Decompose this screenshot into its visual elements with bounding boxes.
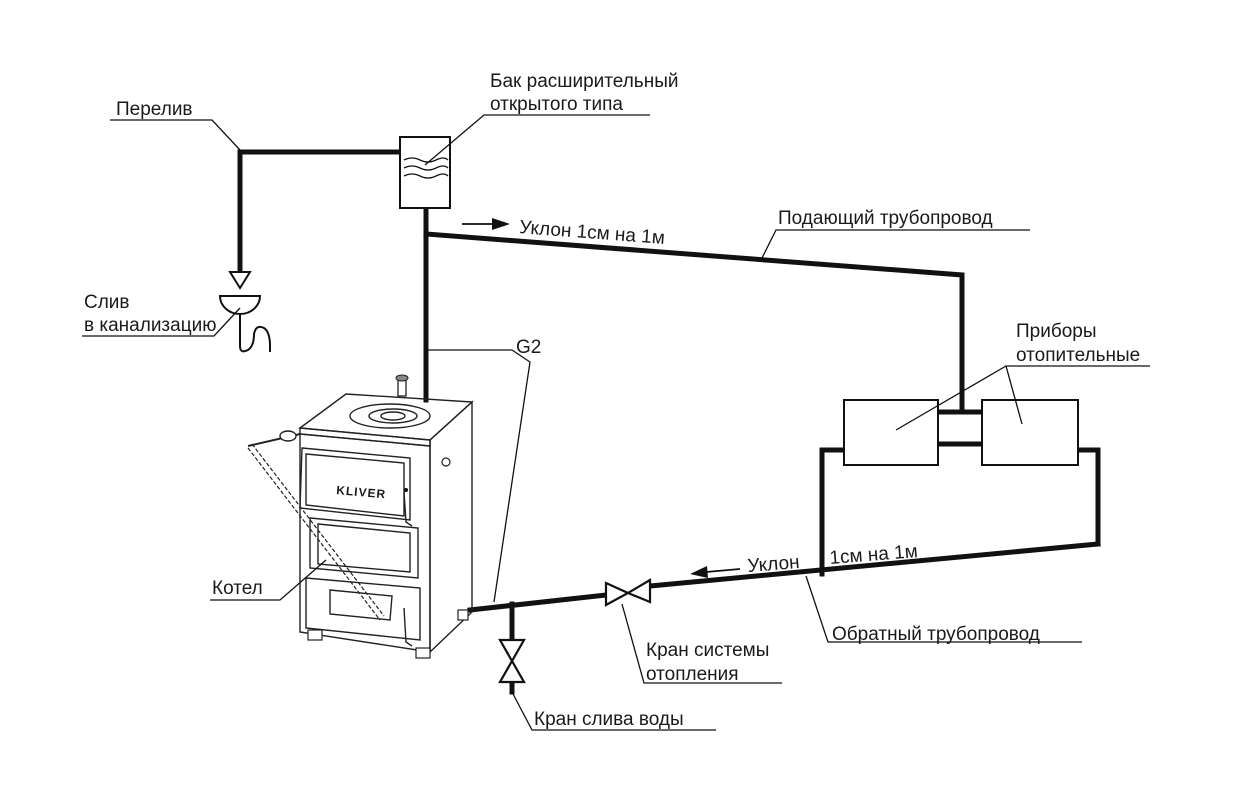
supply-flow-arrow: [462, 218, 510, 230]
leader-lines: [82, 114, 1150, 731]
return-slope-label-b: 1см на 1м: [829, 541, 919, 569]
radiator-left: [843, 399, 939, 466]
return-pipe-to-boiler: [467, 592, 609, 613]
radiator-right-return: [1075, 447, 1101, 547]
expansion-tank: [399, 136, 451, 209]
overflow-pipe: [237, 149, 403, 275]
expansion-tank-label-line1: Бак расширительный: [490, 71, 678, 92]
expansion-tank-label-line2: открытого типа: [490, 94, 623, 115]
radiator-left-return: [819, 447, 847, 577]
drain-label-line1: Слив: [84, 292, 130, 313]
pipes: [237, 149, 1101, 695]
radiators-label-line2: отопительные: [1016, 345, 1140, 366]
return-slope-label-a: Уклон: [747, 552, 801, 577]
heating-valve-label-line2: отопления: [646, 664, 739, 685]
return-pipe: [647, 541, 1101, 589]
radiators-label-line1: Приборы: [1016, 321, 1097, 342]
radiators: [843, 399, 1079, 466]
return-pipe-label: Обратный трубопровод: [832, 624, 1040, 645]
supply-pipe-label: Подающий трубопровод: [778, 208, 993, 229]
boiler-label: Котел: [212, 578, 263, 599]
return-flow-arrow: [690, 566, 741, 578]
g2-label: G2: [516, 337, 541, 358]
drain-label-line2: в канализацию: [84, 315, 216, 336]
heating-valve-label-line1: Кран системы: [646, 640, 769, 661]
sewer-drain-funnel: [218, 271, 271, 353]
overflow-label: Перелив: [116, 99, 193, 120]
labels: Перелив Бак расширительный открытого тип…: [84, 71, 1140, 730]
drain-valve-label: Кран слива воды: [534, 709, 684, 730]
radiator-right: [981, 399, 1079, 466]
drain-valve[interactable]: [498, 638, 526, 684]
boiler-brand-label: KLIVER: [336, 483, 387, 501]
heating-system-valve[interactable]: [604, 578, 652, 607]
boiler: KLIVER: [247, 374, 474, 659]
supply-pipe: [423, 231, 965, 413]
